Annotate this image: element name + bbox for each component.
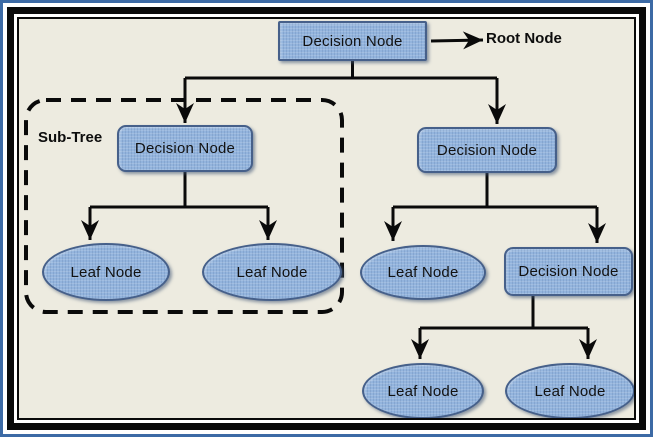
bottom-leaf-node-2: Leaf Node bbox=[505, 363, 634, 418]
black-frame: Decision Node Root Node Sub-Tree Decisio… bbox=[7, 7, 646, 430]
connector-lines bbox=[24, 31, 606, 359]
subtree-leaf-node-2: Leaf Node bbox=[202, 243, 342, 301]
right-leaf-node: Leaf Node bbox=[360, 245, 486, 300]
bottom-leaf-node-1: Leaf Node bbox=[362, 363, 484, 418]
subtree-label: Sub-Tree bbox=[38, 129, 103, 146]
root-node-annotation: Root Node bbox=[486, 30, 562, 47]
right-decision-node: Decision Node bbox=[417, 127, 557, 173]
bottom-decision-node: Decision Node bbox=[504, 247, 633, 296]
root-decision-node: Decision Node bbox=[278, 21, 427, 61]
subtree-leaf-node-1: Leaf Node bbox=[42, 243, 170, 301]
diagram-canvas: Decision Node Root Node Sub-Tree Decisio… bbox=[17, 17, 636, 420]
subtree-decision-node: Decision Node bbox=[117, 125, 253, 172]
